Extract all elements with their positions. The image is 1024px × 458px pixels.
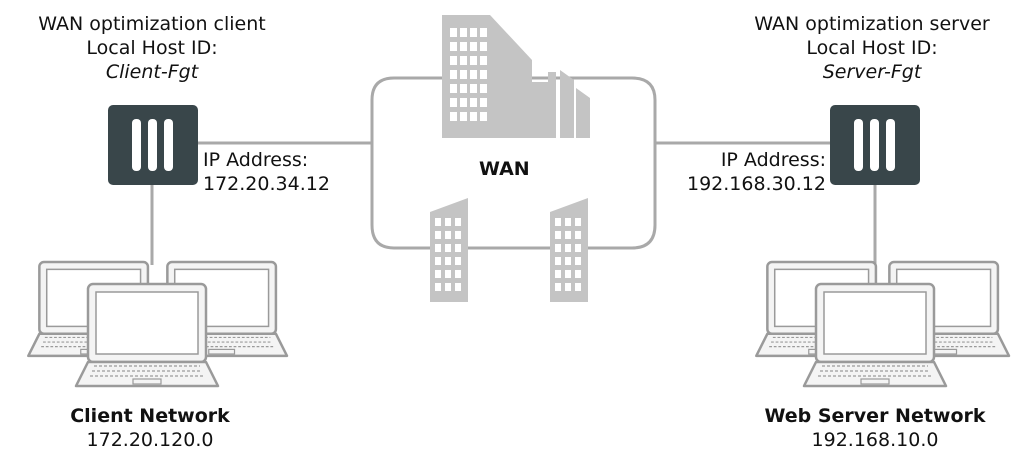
laptop-icon [802,282,948,388]
server-laptops [755,260,1011,388]
building-icon [430,198,468,302]
server-ip-value: 192.168.30.12 [686,173,826,195]
wan-loop [370,76,657,250]
laptop-icon [74,282,220,388]
server-ip-block: IP Address: 192.168.30.12 [678,148,826,196]
client-ip-value: 172.20.34.12 [203,173,330,195]
server-fortigate-device-icon [830,105,920,185]
client-laptops [27,260,289,388]
server-host-id: Server-Fgt [822,61,922,83]
client-title: WAN optimization client [38,13,266,35]
client-network-name: Client Network [70,405,230,427]
server-network-caption: Web Server Network 192.168.10.0 [735,404,1015,452]
server-network-name: Web Server Network [764,405,986,427]
wan-cloud-buildings [430,15,590,302]
client-network-addr: 172.20.120.0 [86,429,214,451]
client-ip-label: IP Address: [203,149,309,171]
client-host-id: Client-Fgt [105,61,199,83]
client-network-caption: Client Network 172.20.120.0 [30,404,270,452]
wan-label: WAN [479,158,530,180]
client-ip-block: IP Address: 172.20.34.12 [203,148,330,196]
client-host-label: Local Host ID: [86,37,218,59]
client-fortigate-device-icon [108,105,198,185]
server-host-label: Local Host ID: [806,37,938,59]
network-links [150,76,877,265]
server-ip-label: IP Address: [720,149,826,171]
server-header: WAN optimization server Local Host ID: S… [720,12,1024,84]
client-header: WAN optimization client Local Host ID: C… [2,12,302,84]
building-icon [550,198,588,302]
building-icon [442,15,590,138]
server-title: WAN optimization server [754,13,990,35]
server-network-addr: 192.168.10.0 [811,429,939,451]
